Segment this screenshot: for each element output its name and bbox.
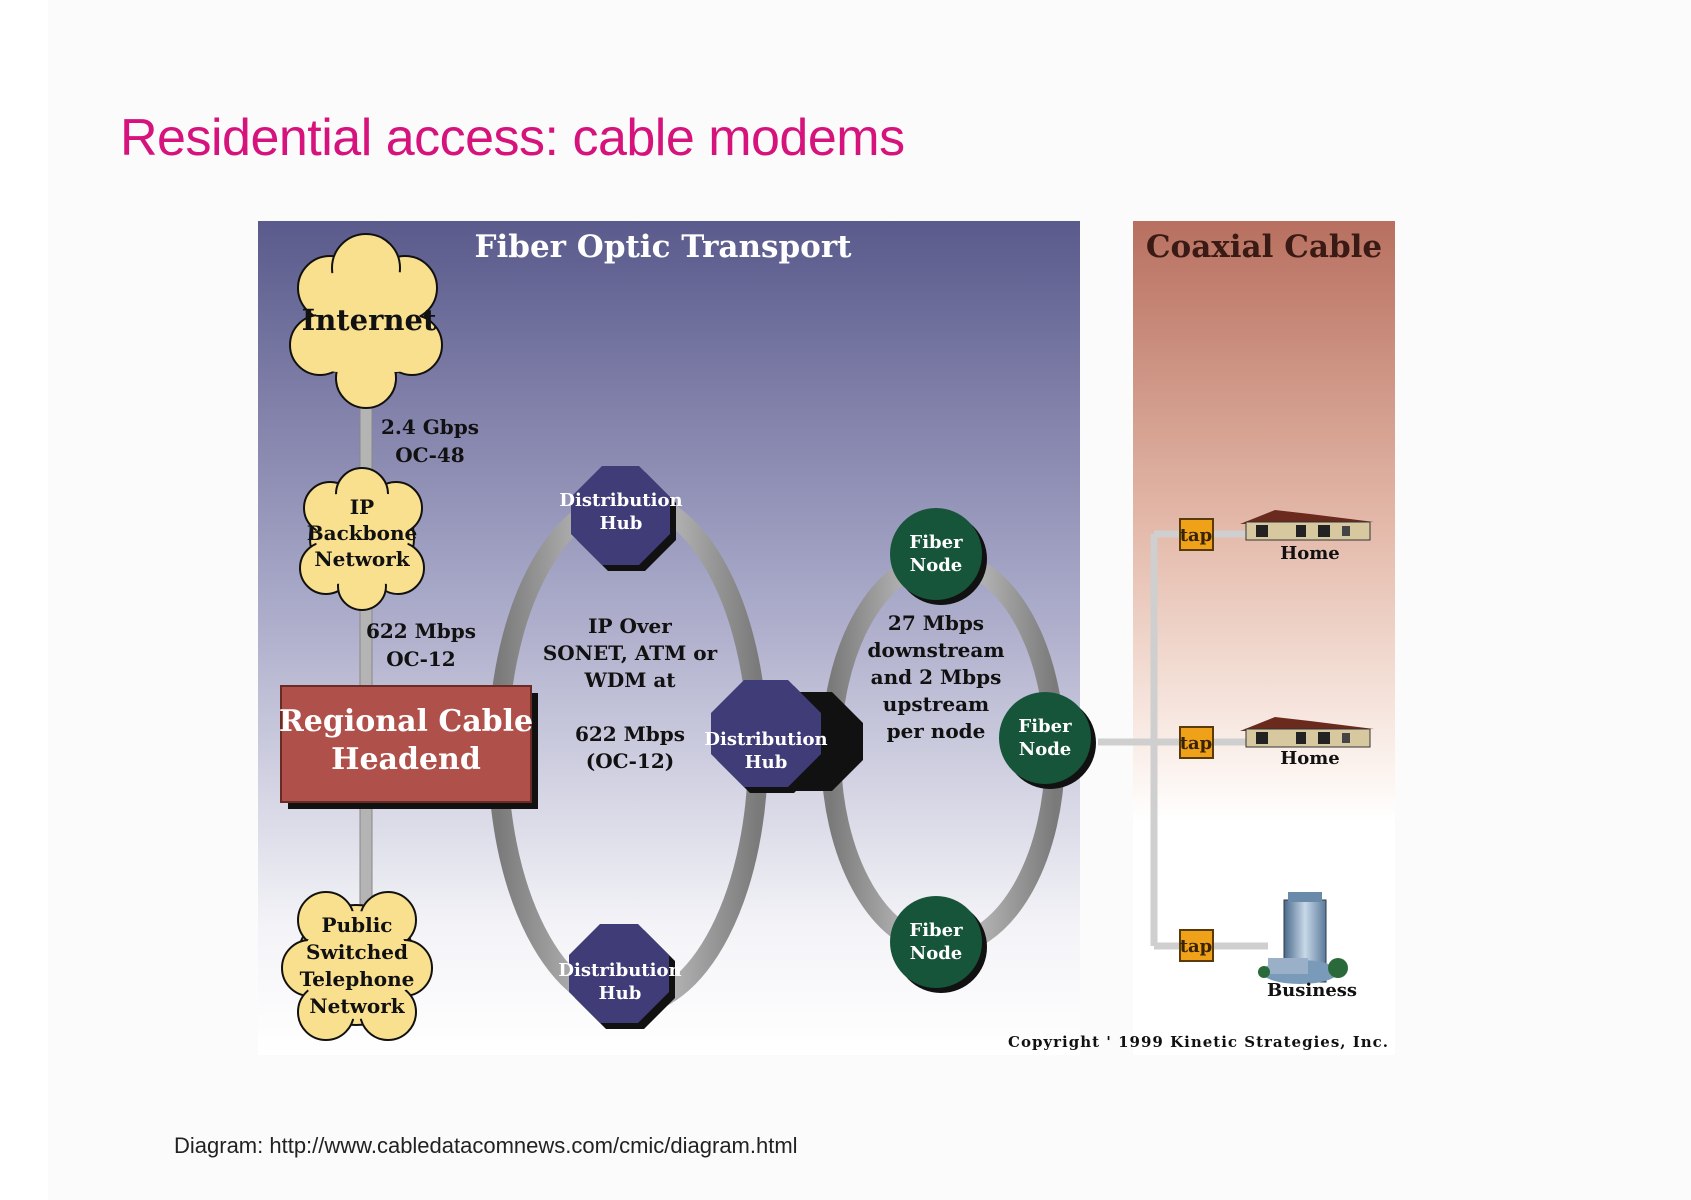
ip-backbone-label: IP Backbone Network xyxy=(307,495,418,571)
ring2-description: 27 Mbps downstream and 2 Mbps upstream p… xyxy=(868,611,1005,743)
svg-text:Node: Node xyxy=(1019,739,1072,760)
svg-text:IP Over: IP Over xyxy=(588,614,672,638)
svg-text:Node: Node xyxy=(910,555,963,576)
svg-text:Regional Cable: Regional Cable xyxy=(279,704,533,739)
svg-text:Backbone: Backbone xyxy=(307,521,418,545)
pstn-cloud xyxy=(281,891,433,1041)
svg-text:tap: tap xyxy=(1180,525,1213,546)
tap-1: tap xyxy=(1179,518,1214,551)
distribution-hub-bottom: Distribution Hub xyxy=(558,924,682,1029)
regional-cable-headend xyxy=(280,685,532,803)
coax-section-title: Coaxial Cable xyxy=(1146,229,1382,265)
home-label-2: Home xyxy=(1280,748,1340,769)
svg-text:and 2 Mbps: and 2 Mbps xyxy=(871,665,1002,689)
svg-text:Fiber: Fiber xyxy=(1018,716,1072,737)
svg-text:Distribution: Distribution xyxy=(704,729,827,750)
internet-cloud xyxy=(289,233,443,409)
diagram-source-caption: Diagram: http://www.cabledatacomnews.com… xyxy=(174,1133,798,1158)
svg-text:Network: Network xyxy=(309,994,405,1018)
svg-text:Headend: Headend xyxy=(331,742,481,777)
svg-text:WDM at: WDM at xyxy=(583,668,676,692)
fiber-section-title: Fiber Optic Transport xyxy=(475,229,853,265)
svg-text:Hub: Hub xyxy=(599,983,642,1004)
tap-2: tap xyxy=(1179,726,1214,759)
fiber-node-bottom: Fiber Node xyxy=(890,896,987,993)
distribution-hub-top: Distribution Hub xyxy=(559,466,683,571)
svg-text:Node: Node xyxy=(910,943,963,964)
svg-text:Distribution: Distribution xyxy=(558,960,681,981)
svg-text:622 Mbps: 622 Mbps xyxy=(366,619,476,643)
headend-label: Regional Cable Headend xyxy=(279,704,533,777)
svg-text:Hub: Hub xyxy=(600,513,643,534)
svg-text:(OC-12): (OC-12) xyxy=(586,749,674,773)
svg-text:Switched: Switched xyxy=(306,940,408,964)
svg-text:upstream: upstream xyxy=(883,692,989,716)
svg-text:2.4 Gbps: 2.4 Gbps xyxy=(381,415,479,439)
backbone-headend-link-label: 622 Mbps OC-12 xyxy=(366,619,476,671)
pstn-label: Public Switched Telephone Network xyxy=(300,913,415,1018)
ring1-description: IP Over SONET, ATM or WDM at 622 Mbps (O… xyxy=(543,614,718,773)
svg-text:Telephone: Telephone xyxy=(300,967,415,991)
svg-text:tap: tap xyxy=(1180,733,1213,754)
svg-text:Fiber: Fiber xyxy=(909,920,963,941)
svg-text:622 Mbps: 622 Mbps xyxy=(575,722,685,746)
home-icon xyxy=(1240,717,1374,748)
internet-label: Internet xyxy=(302,303,437,337)
fiber-node-middle: Fiber Node xyxy=(999,692,1096,789)
svg-text:OC-48: OC-48 xyxy=(395,443,464,467)
svg-text:Distribution: Distribution xyxy=(559,490,682,511)
distribution-hub-middle: Distribution Hub xyxy=(704,680,863,793)
svg-text:Network: Network xyxy=(314,547,410,571)
internet-backbone-link-label: 2.4 Gbps OC-48 xyxy=(381,415,479,467)
svg-text:Public: Public xyxy=(322,913,393,937)
svg-text:Fiber: Fiber xyxy=(909,532,963,553)
home-icon xyxy=(1240,510,1374,541)
svg-text:IP: IP xyxy=(350,495,374,519)
fiber-node-top: Fiber Node xyxy=(890,508,987,605)
ip-backbone-cloud xyxy=(299,467,425,611)
business-label: Business xyxy=(1267,980,1357,1001)
svg-text:downstream: downstream xyxy=(868,638,1005,662)
svg-text:SONET, ATM or: SONET, ATM or xyxy=(543,641,718,665)
svg-text:Hub: Hub xyxy=(745,752,788,773)
svg-text:per node: per node xyxy=(887,719,986,743)
svg-text:27 Mbps: 27 Mbps xyxy=(888,611,984,635)
tap-3: tap xyxy=(1179,929,1214,962)
svg-text:OC-12: OC-12 xyxy=(386,647,455,671)
copyright-notice: Copyright ' 1999 Kinetic Strategies, Inc… xyxy=(1008,1033,1389,1051)
coax-distribution-lines xyxy=(1098,530,1268,950)
slide-title: Residential access: cable modems xyxy=(120,109,905,167)
business-building-icon xyxy=(1258,892,1348,984)
svg-text:tap: tap xyxy=(1180,936,1213,957)
home-label-1: Home xyxy=(1280,543,1340,564)
